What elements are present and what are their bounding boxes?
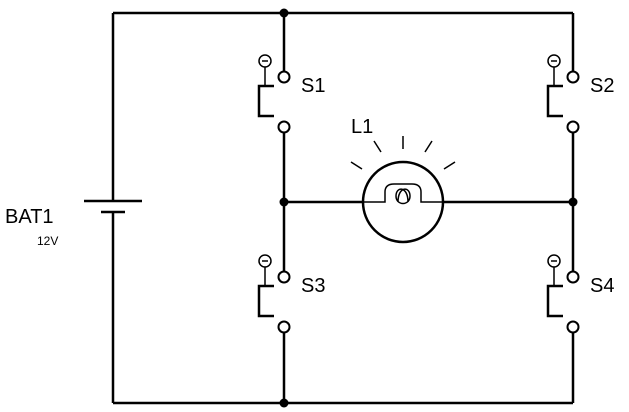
- lamp-label: L1: [351, 116, 373, 138]
- switch-contact-top: [277, 270, 291, 284]
- lamp-ray-5: [443, 161, 456, 170]
- switch-label: S4: [590, 275, 614, 297]
- switch-label: S3: [301, 275, 325, 297]
- push-button-icon: [547, 54, 561, 68]
- switch-contact-bottom: [277, 120, 291, 134]
- junctions: [279, 8, 578, 408]
- wires: [111, 11, 575, 405]
- lamp-filament-coil: [395, 188, 411, 205]
- switch-s1[interactable]: S1: [257, 54, 325, 134]
- switch-actuator: [546, 284, 563, 318]
- switch-contact-top: [566, 70, 580, 84]
- battery-name-label: BAT1: [5, 206, 54, 228]
- switch-label: S1: [301, 75, 325, 97]
- lamp-ray-1: [350, 161, 363, 170]
- junction-right-mid: [568, 197, 578, 207]
- switch-contact-bottom: [566, 120, 580, 134]
- switch-actuator: [257, 84, 274, 118]
- switch-actuator: [257, 284, 274, 318]
- switch-actuator: [546, 84, 563, 118]
- switch-s2[interactable]: S2: [546, 54, 614, 134]
- switch-label: S2: [590, 75, 614, 97]
- battery-value-label: 12V: [37, 234, 58, 248]
- push-button-icon: [258, 254, 272, 268]
- switch-s4[interactable]: S4: [546, 254, 614, 334]
- switch-contact-top: [566, 270, 580, 284]
- lamp-filament-frame: [364, 183, 442, 203]
- junction-left-mid: [279, 197, 289, 207]
- battery-symbol[interactable]: BAT1 12V: [5, 199, 142, 248]
- junction-bottom: [279, 398, 289, 408]
- switch-contact-bottom: [566, 320, 580, 334]
- junction-top: [279, 8, 289, 18]
- lamp-ray-4: [424, 140, 433, 153]
- switch-contact-top: [277, 70, 291, 84]
- switch-contact-bottom: [277, 320, 291, 334]
- lamp-symbol[interactable]: L1: [350, 116, 456, 244]
- lamp-ray-2: [373, 140, 382, 153]
- push-button-icon: [258, 54, 272, 68]
- switch-s3[interactable]: S3: [257, 254, 325, 334]
- lamp-bulb: [361, 160, 445, 244]
- lamp-rays: [350, 136, 456, 170]
- push-button-icon: [547, 254, 561, 268]
